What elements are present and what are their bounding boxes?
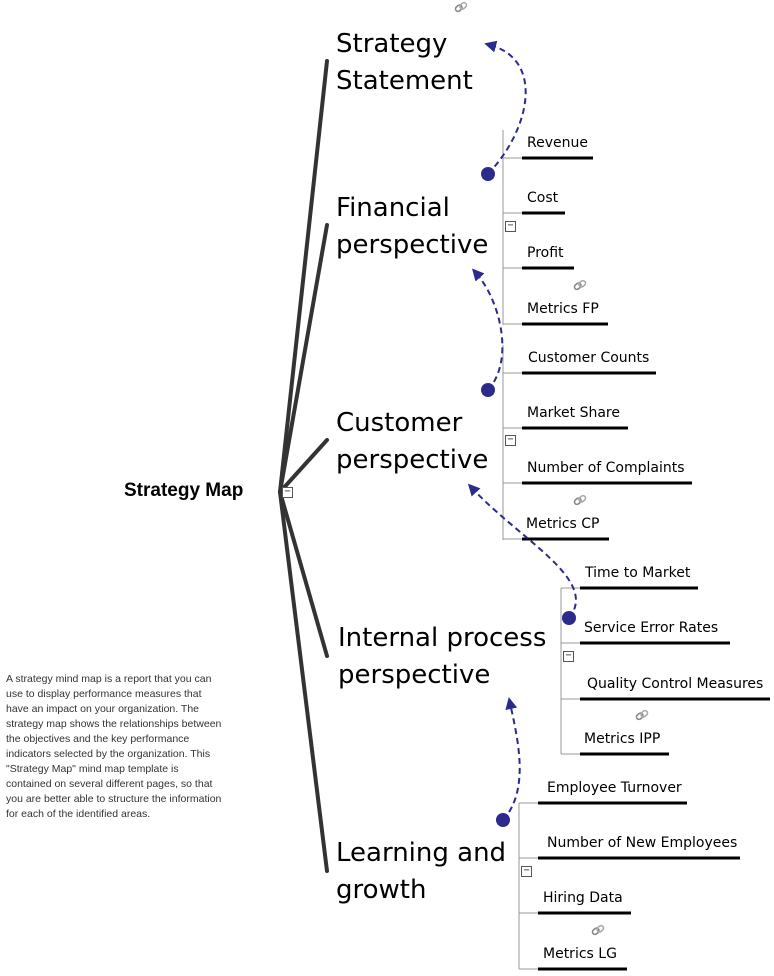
branch-title-line2: perspective	[336, 230, 489, 260]
branch-learning-and-growth[interactable]: Learning and growth	[336, 835, 506, 909]
leaf-customer-counts[interactable]: Customer Counts	[528, 350, 650, 366]
relationship-arrow-internal-to-customer	[467, 483, 577, 619]
branch-financial-perspective[interactable]: Financial perspective	[336, 190, 488, 264]
branch-strategy-statement[interactable]: Strategy Statement	[336, 26, 473, 100]
leaf-brackets	[502, 130, 580, 970]
leaf-quality-control-measures[interactable]: Quality Control Measures	[587, 676, 764, 692]
branch-line-internal-process	[278, 490, 329, 658]
relationship-arrow-learning-to-internal	[502, 697, 521, 821]
collapse-toggle-icon[interactable]	[521, 866, 532, 877]
branch-title-line1: Financial	[336, 193, 450, 223]
branch-title-line2: perspective	[338, 660, 491, 690]
collapse-toggle-icon[interactable]	[563, 651, 574, 662]
leaf-employee-turnover[interactable]: Employee Turnover	[547, 780, 682, 796]
leaf-market-share[interactable]: Market Share	[527, 405, 620, 421]
link-icon[interactable]	[453, 0, 469, 14]
central-topic[interactable]: Strategy Map	[124, 480, 244, 501]
leaf-number-of-complaints[interactable]: Number of Complaints	[527, 460, 685, 476]
leaf-profit[interactable]: Profit	[527, 245, 564, 261]
link-icon[interactable]	[590, 923, 606, 937]
leaf-metrics-lg[interactable]: Metrics LG	[543, 946, 617, 962]
collapse-toggle-icon[interactable]	[505, 221, 516, 232]
leaf-hiring-data[interactable]: Hiring Data	[543, 890, 623, 906]
branch-title-line1: Learning and	[336, 838, 507, 868]
leaf-number-of-new-employees[interactable]: Number of New Employees	[547, 835, 738, 851]
leaf-service-error-rates[interactable]: Service Error Rates	[584, 620, 719, 636]
branch-title-line1: Internal process	[338, 623, 547, 653]
relationship-anchors	[481, 167, 576, 827]
link-icon[interactable]	[572, 493, 588, 507]
relationship-arrows	[467, 40, 577, 821]
relationship-arrow-customer-to-financial	[472, 268, 504, 391]
branch-line-learning	[278, 490, 329, 873]
main-branch-lines	[278, 59, 329, 873]
link-icon[interactable]	[634, 708, 650, 722]
leaf-cost[interactable]: Cost	[527, 190, 559, 206]
leaf-underlines	[522, 156, 770, 971]
branch-line-financial	[278, 223, 329, 494]
branch-title-line2: Statement	[336, 66, 473, 96]
branch-title-line2: growth	[336, 875, 427, 905]
leaf-metrics-ipp[interactable]: Metrics IPP	[584, 731, 661, 747]
relationship-arrow-financial-to-strategy	[484, 40, 527, 175]
branch-internal-process-perspective[interactable]: Internal process perspective	[338, 620, 546, 694]
branch-title-line1: Customer	[336, 408, 463, 438]
leaf-metrics-fp[interactable]: Metrics FP	[527, 301, 599, 317]
leaf-time-to-market[interactable]: Time to Market	[585, 565, 691, 581]
branch-customer-perspective[interactable]: Customer perspective	[336, 405, 488, 479]
leaf-metrics-cp[interactable]: Metrics CP	[526, 516, 600, 532]
description-note: A strategy mind map is a report that you…	[6, 673, 222, 820]
collapse-toggle-icon[interactable]	[282, 487, 293, 498]
link-icon[interactable]	[572, 278, 588, 292]
branch-line-strategy-statement	[278, 59, 329, 494]
branch-line-customer	[278, 438, 329, 494]
branch-title-line1: Strategy	[336, 29, 448, 59]
branch-title-line2: perspective	[336, 445, 489, 475]
collapse-toggle-icon[interactable]	[505, 435, 516, 446]
leaf-revenue[interactable]: Revenue	[527, 135, 588, 151]
